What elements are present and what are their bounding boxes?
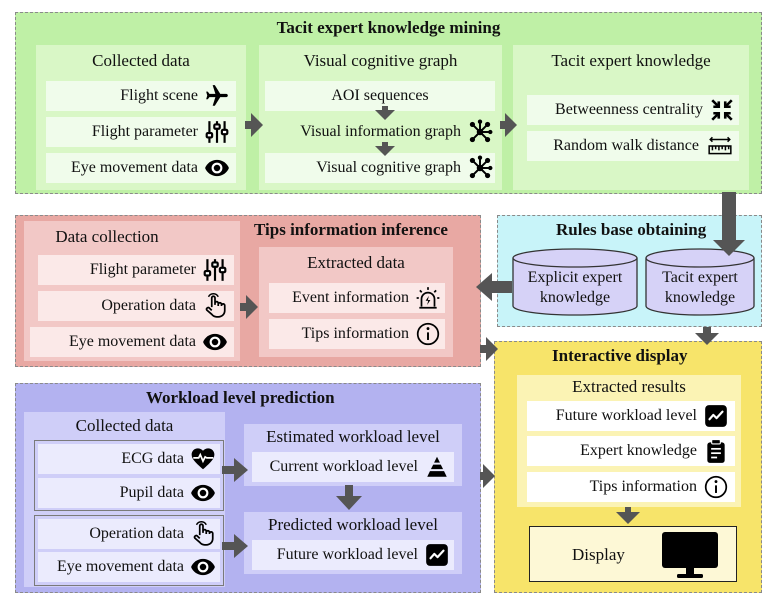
eye-icon [190,480,216,506]
item-aoi-sequences: AOI sequences [265,81,495,111]
eye-icon [190,554,216,580]
clipboard-icon [703,438,729,464]
pyramid-icon [424,454,450,480]
group-title: Tacit expert knowledge [551,51,711,70]
collected-data-group: Collected data Flight scene Flight param… [36,45,246,190]
panel-title: Rules base obtaining [556,220,707,239]
panel-title: Workload level prediction [146,388,335,407]
item-expert-knowledge: Expert knowledge [527,436,735,466]
panel-rules-base-obtaining: Rules base obtaining Explicit expert kno… [497,215,762,327]
airplane-icon [204,83,230,109]
item-tips-information: Tips information [269,319,445,349]
sliders-icon [204,119,230,145]
extracted-data-group: Extracted data Event information Tips in… [259,247,453,357]
trend-chart-icon [424,542,450,568]
tacit-knowledge-label: Tacit expert knowledge [662,269,738,306]
group-title: Estimated workload level [266,427,440,446]
data-collection-group: Data collection Flight parameter Operati… [24,221,240,361]
item-current-workload-level: Current workload level [252,452,454,482]
item-event-information: Event information [269,283,445,313]
item-future-workload-level: Future workload level [527,401,735,431]
item-eye-movement-data: Eye movement data [46,153,236,183]
item-ecg-data: ECG data [38,444,220,474]
info-icon [415,321,441,347]
item-future-workload-level: Future workload level [252,540,454,570]
tacit-expert-knowledge-group: Tacit expert knowledge Betweenness centr… [513,45,749,190]
network-graph-icon [467,119,493,145]
item-eye-movement-data: Eye movement data [30,327,234,357]
group-title: Extracted results [572,377,686,396]
panel-interactive-display: Interactive display Extracted results Fu… [494,341,762,593]
predicted-workload-group: Predicted workload level Future workload… [244,512,462,574]
shrink-arrows-icon [709,97,735,123]
hand-pointer-icon [202,293,228,319]
group-title: Extracted data [307,253,405,272]
group-title: Predicted workload level [268,515,438,534]
panel-tips-information-inference: Tips information inference Data collecti… [15,215,481,367]
trend-chart-icon [703,403,729,429]
item-random-walk-distance: Random walk distance [527,131,739,161]
group-title: Data collection [55,227,159,246]
extracted-results-group: Extracted results Future workload level … [517,375,741,507]
item-eye-movement-data: Eye movement data [38,552,220,582]
estimated-workload-group: Estimated workload level Current workloa… [244,424,462,486]
explicit-knowledge-label: Explicit expert knowledge [527,269,623,306]
sliders-icon [202,257,228,283]
alarm-light-icon [415,285,441,311]
ruler-icon [705,133,735,159]
monitor-icon [662,532,718,578]
panel-title: Interactive display [552,346,688,365]
item-visual-cognitive-graph: Visual cognitive graph [265,153,495,183]
item-flight-parameter: Flight parameter [46,117,236,147]
panel-tacit-knowledge-mining: Tacit expert knowledge mining Collected … [15,12,762,194]
panel-workload-level-prediction: Workload level prediction Collected data… [15,383,481,593]
visual-cognitive-graph-group: Visual cognitive graph AOI sequences Vis… [259,45,502,190]
panel-title: Tips information inference [254,220,448,239]
item-tips-information: Tips information [527,472,735,502]
arrow-right [480,464,495,488]
network-graph-icon [467,155,493,181]
hand-pointer-icon [190,521,216,547]
item-operation-data: Operation data [38,519,220,549]
explicit-knowledge-cylinder [512,248,638,316]
group-title: Visual cognitive graph [303,51,458,70]
display-box: Display [529,526,737,582]
panel-title: Tacit expert knowledge mining [276,18,501,37]
heart-pulse-icon [190,446,216,472]
item-visual-information-graph: Visual information graph [265,117,495,147]
rules-databases [512,248,755,316]
eye-icon [204,155,230,181]
eye-icon [202,329,228,355]
item-operation-data: Operation data [38,291,234,321]
display-label: Display [572,545,625,564]
item-flight-parameter: Flight parameter [38,255,234,285]
collected-data-group: Collected data ECG data Pupil data Opera… [24,412,225,587]
group-title: Collected data [75,416,174,435]
item-betweenness-centrality: Betweenness centrality [527,95,739,125]
tacit-knowledge-cylinder [645,248,755,316]
item-pupil-data: Pupil data [38,478,220,508]
info-icon [703,474,729,500]
item-flight-scene: Flight scene [46,81,236,111]
group-title: Collected data [92,51,190,70]
